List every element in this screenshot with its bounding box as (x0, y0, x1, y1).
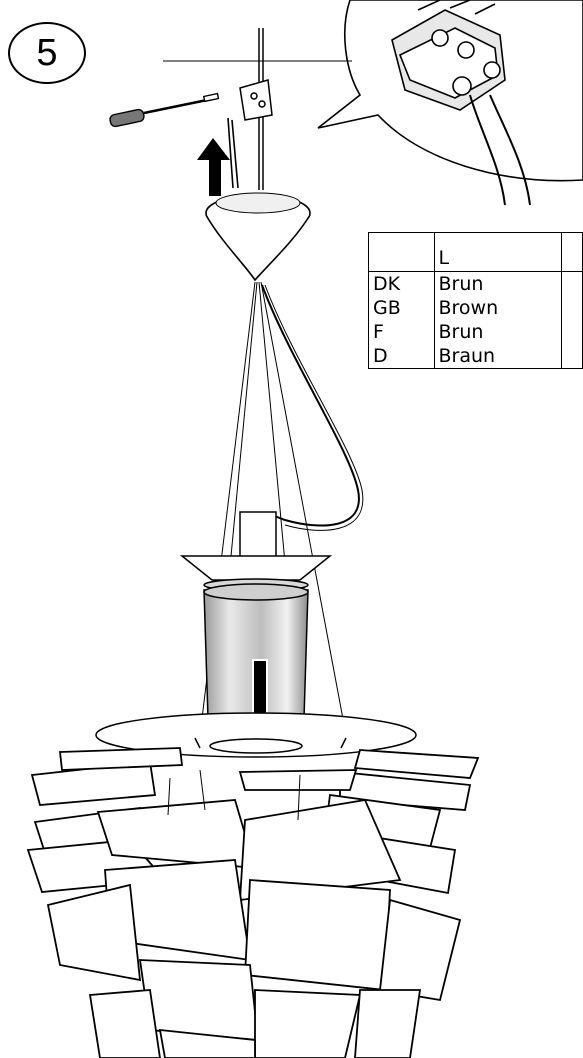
wire-color: Brun (434, 271, 563, 296)
lamp-socket (179, 511, 333, 727)
top-plate (95, 712, 417, 758)
arrow-up-icon (197, 138, 230, 196)
wire-color: Brun (434, 320, 563, 344)
step-number: 5 (36, 32, 58, 74)
table-row: F Brun (368, 320, 583, 344)
ceiling-canopy (205, 192, 311, 282)
table-row: D Braun (368, 344, 583, 369)
country-code: F (368, 320, 435, 344)
table-header-cell (368, 232, 435, 272)
table-header-cell: L (434, 232, 563, 272)
table-cell (561, 296, 583, 320)
screwdriver-icon (109, 92, 220, 128)
ceiling-hook (227, 28, 273, 190)
country-code: D (368, 344, 435, 369)
step-number-circle (8, 22, 86, 84)
table-cell (561, 271, 583, 296)
wiring-color-table: L DK Brun GB Brown F Brun D Braun (368, 232, 583, 369)
terminal-block-icon (391, 0, 531, 206)
table-header-cell (561, 232, 583, 272)
country-code: DK (368, 271, 435, 296)
terminal-detail-bubble (163, 0, 583, 206)
artichoke-leaves (26, 747, 480, 1058)
table-cell (561, 320, 583, 344)
table-cell (561, 344, 583, 369)
wire-color: Braun (434, 344, 563, 369)
table-header-row: L (368, 232, 583, 272)
table-row: GB Brown (368, 296, 583, 320)
table-row: DK Brun (368, 271, 583, 296)
wire-color: Brown (434, 296, 563, 320)
country-code: GB (368, 296, 435, 320)
